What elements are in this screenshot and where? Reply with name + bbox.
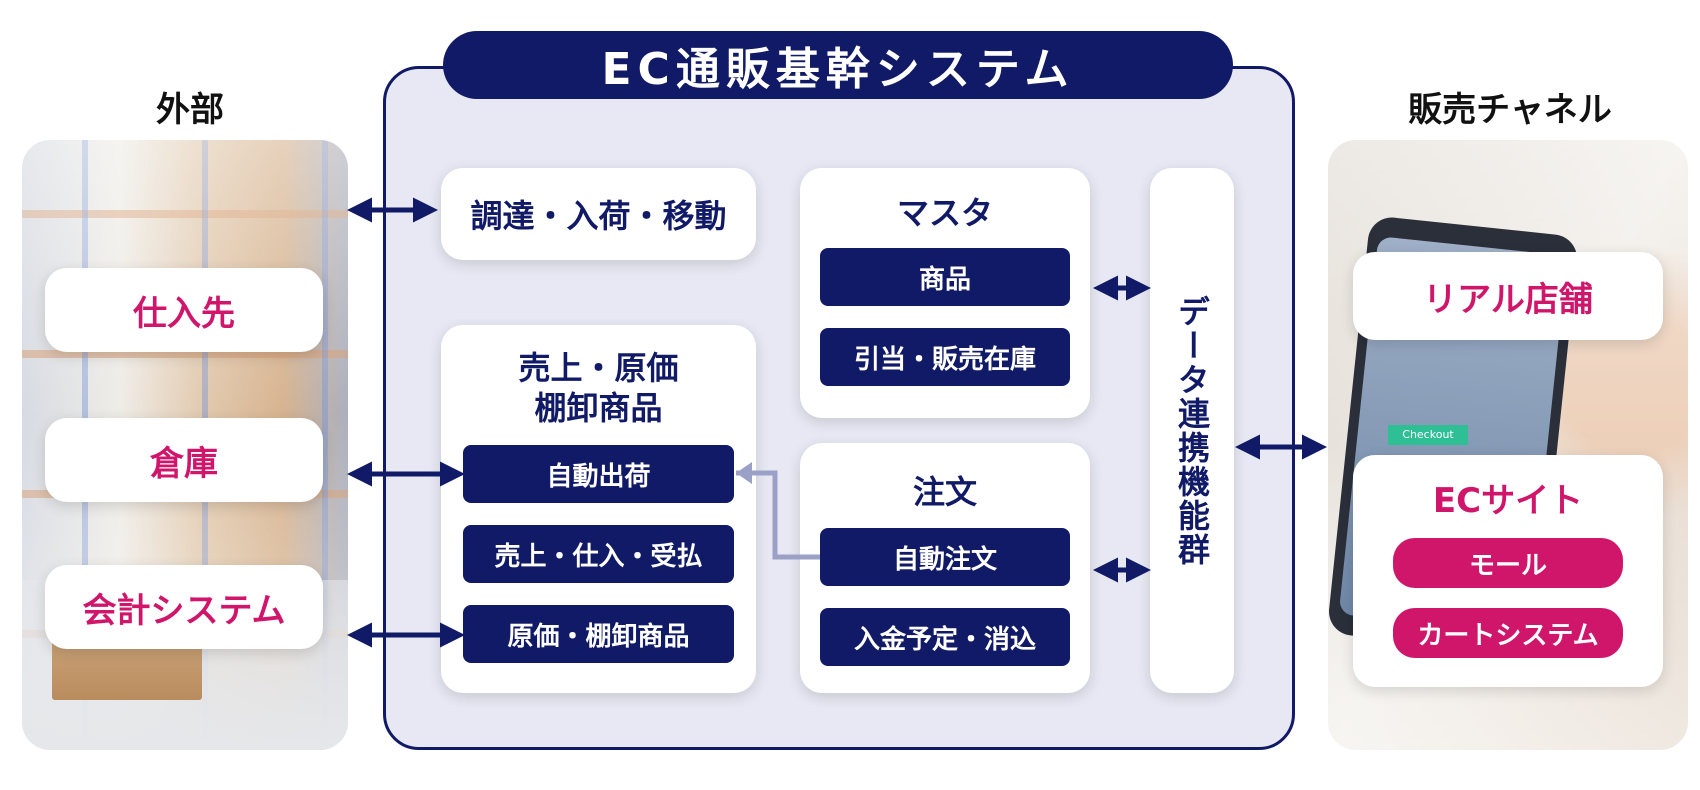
sales-channel-label: 販売チャネル bbox=[1408, 90, 1612, 130]
product-button: 商品 bbox=[820, 248, 1070, 306]
mall-button: モール bbox=[1393, 538, 1623, 588]
warehouse-label: 倉庫 bbox=[150, 443, 218, 484]
real-store-label: リアル店舗 bbox=[1423, 279, 1593, 320]
order-title: 注文 bbox=[912, 473, 977, 511]
sales-cost-title-line2: 棚卸商品 bbox=[534, 389, 663, 427]
allocation-stock-button: 引当・販売在庫 bbox=[820, 328, 1070, 386]
external-label: 外部 bbox=[156, 90, 224, 130]
auto-order-to-shipping-connector bbox=[736, 470, 820, 560]
order-card: 注文 自動注文 入金予定・消込 bbox=[800, 443, 1090, 693]
auto-order-button: 自動注文 bbox=[820, 528, 1070, 586]
data-integration-label: データ連携機能群 bbox=[1173, 294, 1211, 567]
cost-inventory-button: 原価・棚卸商品 bbox=[463, 605, 734, 663]
cart-system-button: カートシステム bbox=[1393, 608, 1623, 658]
ec-site-title: ECサイト bbox=[1432, 480, 1584, 521]
accounting-system-card: 会計システム bbox=[45, 565, 323, 649]
procurement-card: 調達・入荷・移動 bbox=[441, 168, 756, 260]
sales-purchase-button: 売上・仕入・受払 bbox=[463, 525, 734, 583]
checkout-photo-text: Checkout bbox=[1388, 425, 1468, 445]
ec-site-card: ECサイト モール カートシステム bbox=[1353, 455, 1663, 687]
warehouse-card: 倉庫 bbox=[45, 418, 323, 502]
supplier-card: 仕入先 bbox=[45, 268, 323, 352]
payment-reconcile-button: 入金予定・消込 bbox=[820, 608, 1070, 666]
sales-cost-card: 売上・原価 棚卸商品 自動出荷 売上・仕入・受払 原価・棚卸商品 bbox=[441, 325, 756, 693]
master-card: マスタ 商品 引当・販売在庫 bbox=[800, 168, 1090, 418]
sales-cost-title-line1: 売上・原価 bbox=[518, 349, 679, 387]
master-title: マスタ bbox=[896, 194, 993, 232]
data-integration-card: データ連携機能群 bbox=[1150, 168, 1234, 693]
supplier-label: 仕入先 bbox=[133, 293, 235, 334]
accounting-system-label: 会計システム bbox=[82, 590, 286, 631]
real-store-card: リアル店舗 bbox=[1353, 252, 1663, 340]
auto-shipping-button: 自動出荷 bbox=[463, 445, 734, 503]
system-title: EC通販基幹システム bbox=[443, 31, 1233, 99]
auto-shipping-arrowhead bbox=[736, 462, 752, 484]
procurement-label: 調達・入荷・移動 bbox=[470, 197, 727, 235]
